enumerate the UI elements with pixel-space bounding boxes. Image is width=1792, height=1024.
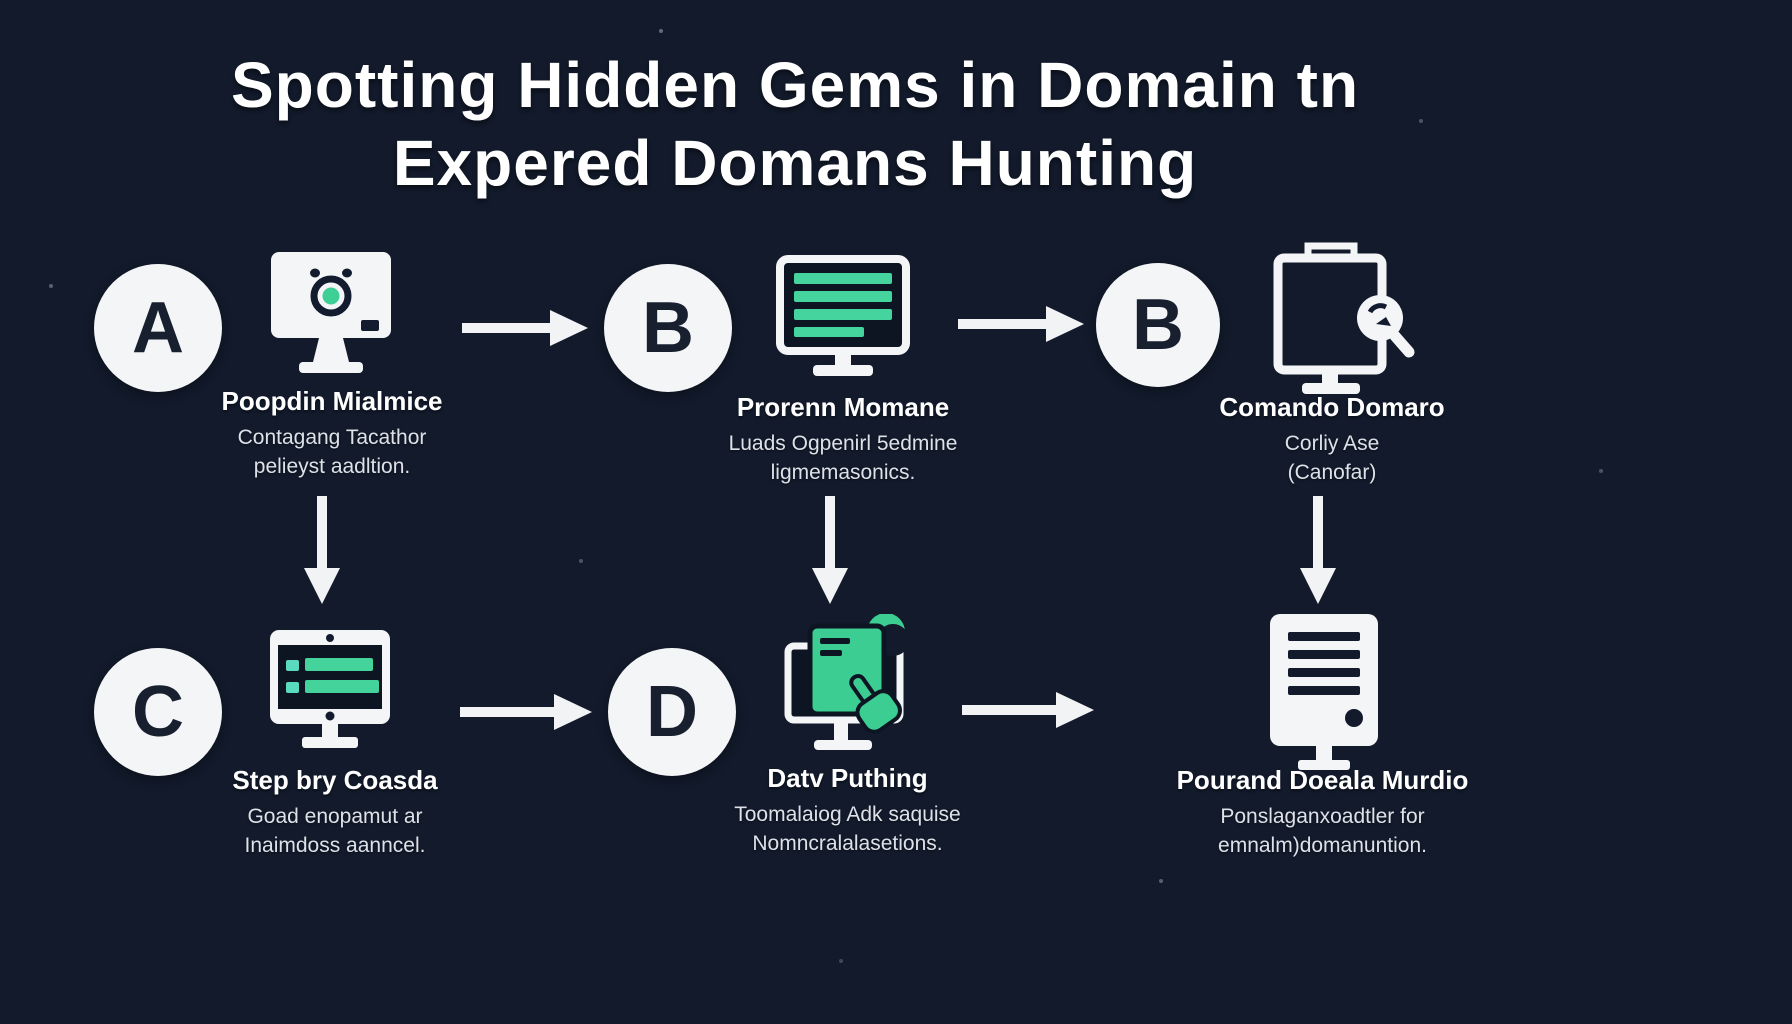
step-b1-letter: B: [642, 288, 694, 368]
arrow-right-icon: [958, 302, 1084, 346]
step-b1-sub-line-2: ligmemasonics.: [770, 461, 916, 484]
step-final-text: Pourand Doeala Murdio Ponslaganxoadtler …: [1155, 765, 1490, 860]
step-b2-badge: B: [1096, 263, 1220, 387]
step-b2-text: Comando Domaro Corliy Ase (Canofar): [1182, 392, 1482, 487]
step-b2-sub-line-1: Corliy Ase: [1284, 432, 1380, 455]
step-a-title: Poopdin Mialmice: [221, 386, 443, 416]
step-a-letter: A: [132, 288, 184, 368]
step-d-sub-line-2: Nomncralalasetions.: [752, 832, 943, 855]
step-d-text: Datv Puthing Toomalaiog Adk saquise Nomn…: [690, 763, 1005, 858]
arrow-down-icon: [808, 496, 852, 606]
arrow-down-icon: [300, 496, 344, 606]
arrow-down-icon: [1296, 496, 1340, 606]
step-b2-sub-line-2: (Canofar): [1287, 461, 1377, 484]
step-c-title: Step bry Coasda: [232, 765, 438, 795]
data-pushing-icon: [782, 614, 932, 756]
document-search-icon: [1258, 240, 1416, 398]
step-a-text: Poopdin Mialmice Contagang Tacathor peli…: [182, 386, 482, 481]
arrow-right-icon: [962, 688, 1094, 732]
step-a-sub-line-2: pelieyst aadltion.: [253, 455, 411, 478]
step-b1-title: Prorenn Momane: [736, 392, 950, 422]
monitor-list-icon: [776, 255, 910, 380]
arrow-right-icon: [460, 690, 592, 734]
step-b1-badge: B: [604, 264, 732, 392]
step-b2-title: Comando Domaro: [1219, 392, 1445, 422]
step-b1-sub-line-1: Luads Ogpenirl 5edmine: [728, 432, 958, 455]
arrow-right-icon: [462, 306, 588, 350]
infographic-title-line-1: Spotting Hidden Gems in Domain tn: [230, 49, 1360, 121]
step-a-badge: A: [94, 264, 222, 392]
monitor-form-icon: [268, 628, 392, 754]
infographic-title-line-2: Expered Domans Hunting: [392, 127, 1198, 199]
step-final-sub-line-1: Ponslaganxoadtler for: [1220, 805, 1425, 828]
step-d-title: Datv Puthing: [767, 763, 928, 793]
step-c-letter: C: [132, 672, 184, 752]
step-d-badge: D: [608, 648, 736, 776]
step-b1-text: Prorenn Momane Luads Ogpenirl 5edmine li…: [688, 392, 998, 487]
step-final-title: Pourand Doeala Murdio: [1176, 765, 1469, 795]
step-a-sub-line-1: Contagang Tacathor: [237, 426, 427, 449]
monitor-camera-icon: [269, 250, 393, 390]
step-c-sub-line-2: Inaimdoss aanncel.: [244, 834, 426, 857]
step-b2-letter: B: [1132, 285, 1184, 365]
step-c-text: Step bry Coasda Goad enopamut ar Inaimdo…: [185, 765, 485, 860]
step-c-badge: C: [94, 648, 222, 776]
step-d-sub-line-1: Toomalaiog Adk saquise: [734, 803, 961, 826]
step-d-letter: D: [646, 672, 698, 752]
document-stack-icon: [1262, 612, 1386, 772]
step-c-sub-line-1: Goad enopamut ar: [247, 805, 423, 828]
background-specks: [0, 0, 2, 2]
step-final-sub-line-2: emnalm)domanuntion.: [1218, 834, 1427, 857]
